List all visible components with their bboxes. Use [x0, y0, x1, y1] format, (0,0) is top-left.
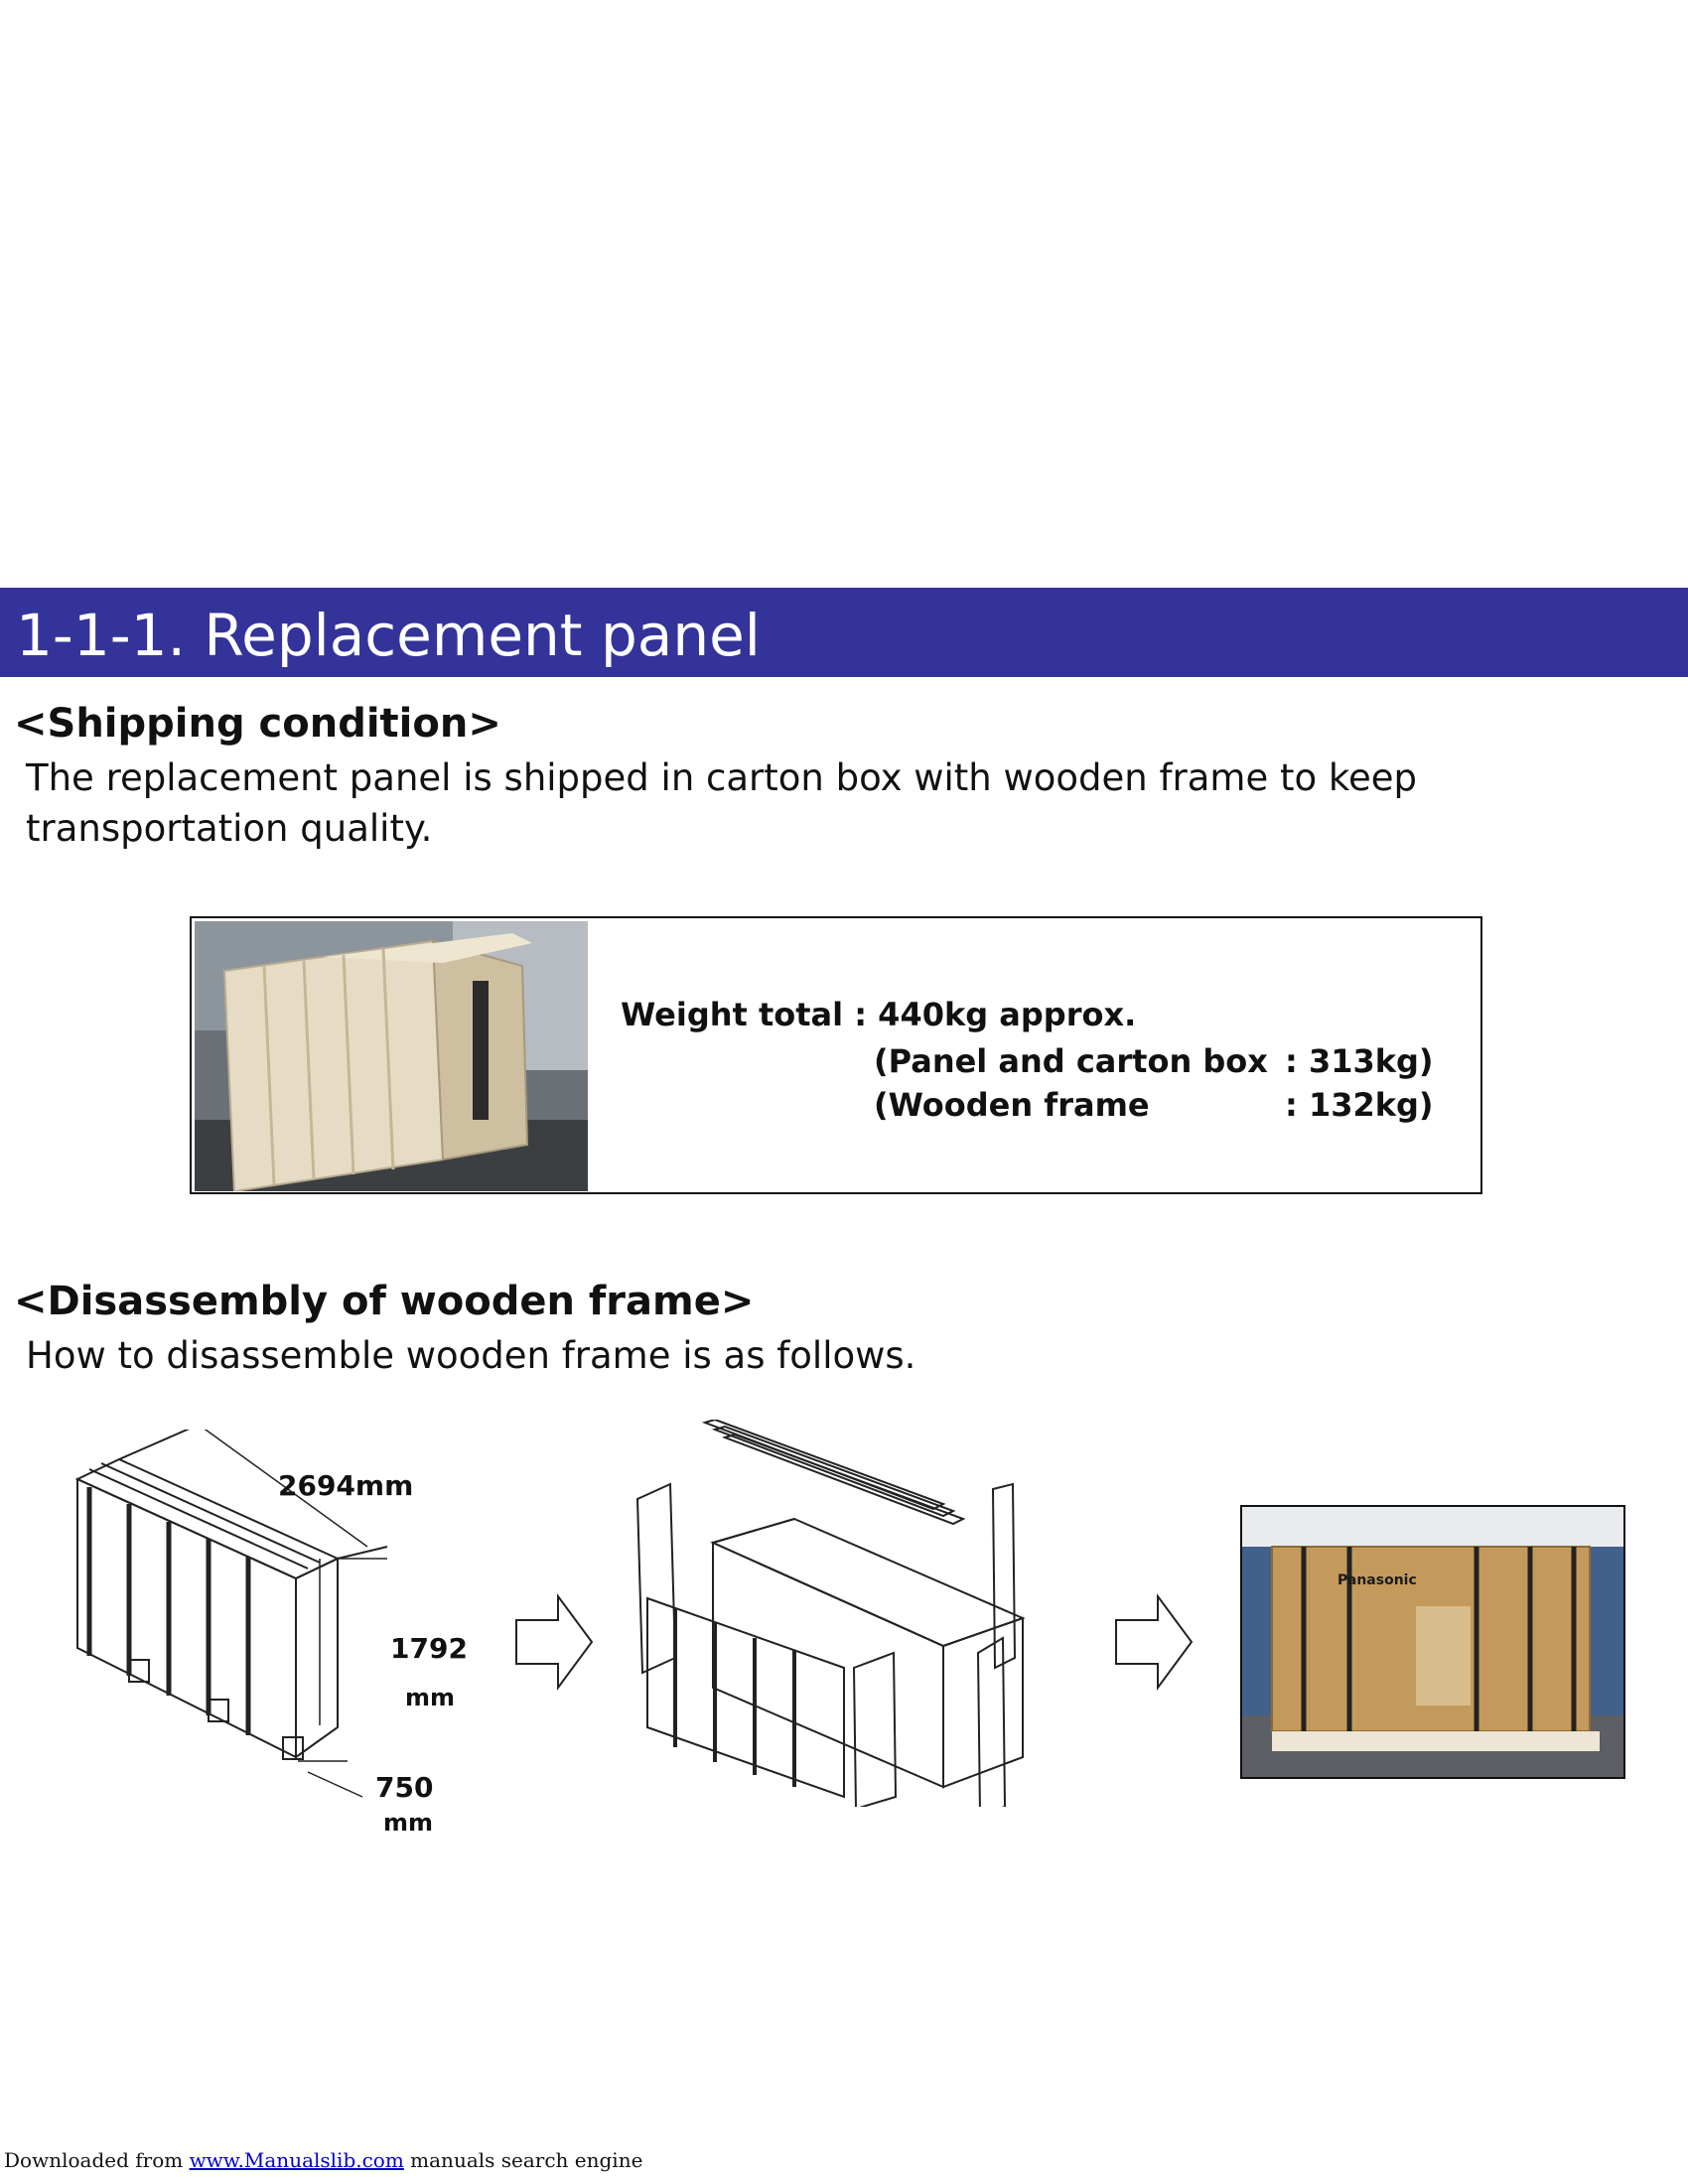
- dimension-height-unit: mm: [405, 1684, 456, 1711]
- crate-photo-image: [195, 921, 588, 1191]
- shipping-description: The replacement panel is shipped in cart…: [26, 752, 1417, 854]
- footer-prefix: Downloaded from: [4, 2148, 190, 2172]
- dimension-height-number: 1792: [390, 1632, 468, 1665]
- footer-suffix: manuals search engine: [403, 2148, 643, 2172]
- shipping-text-line1: The replacement panel is shipped in cart…: [26, 756, 1418, 799]
- page-title: 1-1-1. Replacement panel: [16, 602, 761, 669]
- section-header-bar: [0, 588, 1688, 677]
- disassembly-description: How to disassemble wooden frame is as fo…: [26, 1334, 916, 1377]
- footer-link[interactable]: www.Manualslib.com: [189, 2148, 404, 2172]
- weight-frame-value: : 132kg): [1285, 1086, 1434, 1124]
- carton-box-photo: Panasonic: [1240, 1505, 1625, 1779]
- arrow-right-icon-2: [1115, 1592, 1194, 1692]
- assembled-crate-diagram: [74, 1430, 388, 1798]
- weight-panel-label: (Panel and carton box: [874, 1042, 1268, 1080]
- dimension-depth-number: 750: [375, 1771, 434, 1804]
- shipping-text-line2: transportation quality.: [26, 807, 433, 850]
- crate-photo: [195, 921, 588, 1191]
- dimension-depth-unit: mm: [383, 1809, 434, 1837]
- weight-frame-label: (Wooden frame: [874, 1086, 1150, 1124]
- exploded-frame-diagram: [635, 1420, 1026, 1807]
- carton-box-image: [1242, 1507, 1623, 1777]
- arrow-right-icon: [515, 1592, 594, 1692]
- weight-total: Weight total : 440kg approx.: [621, 996, 1137, 1033]
- carton-brand-logo: Panasonic: [1337, 1572, 1417, 1588]
- dimension-length: 2694mm: [278, 1469, 414, 1502]
- shipping-info-box: [190, 916, 1482, 1194]
- disassembly-heading: <Disassembly of wooden frame>: [14, 1279, 755, 1324]
- footer: Downloaded from www.Manualslib.com manua…: [4, 2148, 642, 2172]
- shipping-heading: <Shipping condition>: [14, 701, 501, 747]
- weight-panel-value: : 313kg): [1285, 1042, 1434, 1080]
